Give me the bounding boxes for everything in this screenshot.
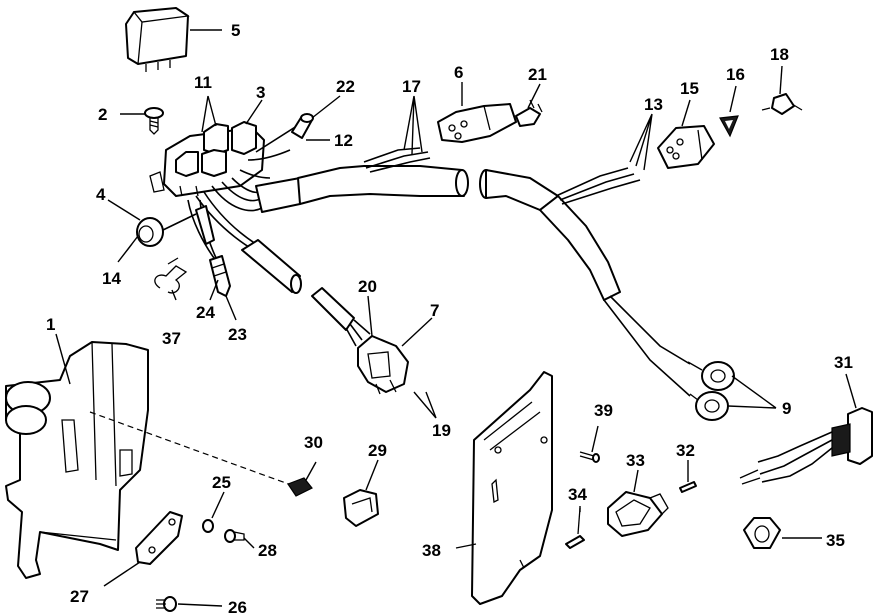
callout-20: 20	[358, 277, 377, 296]
callout-18: 18	[770, 45, 789, 64]
callout-33: 33	[626, 451, 645, 470]
terminal-21	[515, 99, 543, 127]
callout-28: 28	[258, 541, 277, 560]
callout-39: 39	[594, 401, 613, 420]
callout-21: 21	[528, 65, 547, 84]
callout-1: 1	[46, 315, 55, 334]
callout-35: 35	[826, 531, 845, 550]
clip-37	[154, 257, 188, 294]
connector-33	[607, 491, 669, 537]
washer-25	[202, 519, 214, 533]
connector-7	[357, 335, 409, 395]
callout-11: 11	[194, 73, 212, 92]
connector-22	[291, 113, 314, 139]
seal-16	[719, 115, 739, 138]
screw-28	[224, 529, 245, 543]
callout-29: 29	[368, 441, 387, 460]
connector-6	[437, 103, 517, 143]
callout-30: 30	[304, 433, 323, 452]
callout-6: 6	[454, 63, 463, 82]
callout-3: 3	[256, 83, 265, 102]
callout-31: 31	[834, 353, 853, 372]
callout-5: 5	[231, 21, 240, 40]
callout-23: 23	[228, 325, 247, 344]
fuse-30	[287, 477, 313, 497]
connector-31	[739, 407, 873, 485]
callout-38: 38	[422, 541, 441, 560]
ring-terminals-9	[687, 361, 735, 421]
pin-34	[565, 507, 585, 549]
callout-19: 19	[432, 421, 451, 440]
screw-39	[579, 451, 600, 463]
sensor-23-24	[195, 205, 231, 297]
relay-part	[125, 7, 190, 72]
callout-14: 14	[102, 269, 121, 288]
callout-32: 32	[676, 441, 695, 460]
terminal-block	[149, 121, 265, 197]
harness-sleeve-upper	[255, 147, 469, 213]
callout-24: 24	[196, 303, 215, 322]
callout-4: 4	[96, 185, 106, 204]
harness-right	[479, 167, 691, 397]
callout-labels: 5 2 11 3 4 14 12 22 17 6 21 13 15 16 18 …	[46, 21, 853, 616]
leader-lines	[55, 29, 857, 607]
callout-25: 25	[212, 473, 231, 492]
callout-9: 9	[782, 399, 791, 418]
callout-26: 26	[228, 598, 247, 616]
screw-26	[156, 596, 177, 612]
cover-38	[471, 371, 553, 605]
callout-34: 34	[568, 485, 587, 504]
bracket-1	[5, 341, 149, 579]
callout-17: 17	[402, 77, 421, 96]
callout-22: 22	[336, 77, 355, 96]
callout-2: 2	[98, 105, 107, 124]
screw-2	[144, 107, 164, 135]
callout-27: 27	[70, 587, 89, 606]
callout-16: 16	[726, 65, 745, 84]
callout-12: 12	[334, 131, 353, 150]
callout-15: 15	[680, 79, 699, 98]
connector-15	[657, 125, 715, 169]
terminal-18	[761, 93, 803, 115]
callout-13: 13	[644, 95, 663, 114]
harness-sleeve-lower	[241, 239, 371, 347]
callout-37: 37	[162, 329, 181, 348]
dashed-guide	[89, 411, 295, 487]
pin-32	[679, 481, 697, 493]
plate-27	[135, 511, 183, 565]
fuse-cover-29	[343, 489, 379, 527]
part-4-knob	[136, 213, 197, 247]
callout-7: 7	[430, 301, 439, 320]
nut-35	[743, 517, 781, 549]
